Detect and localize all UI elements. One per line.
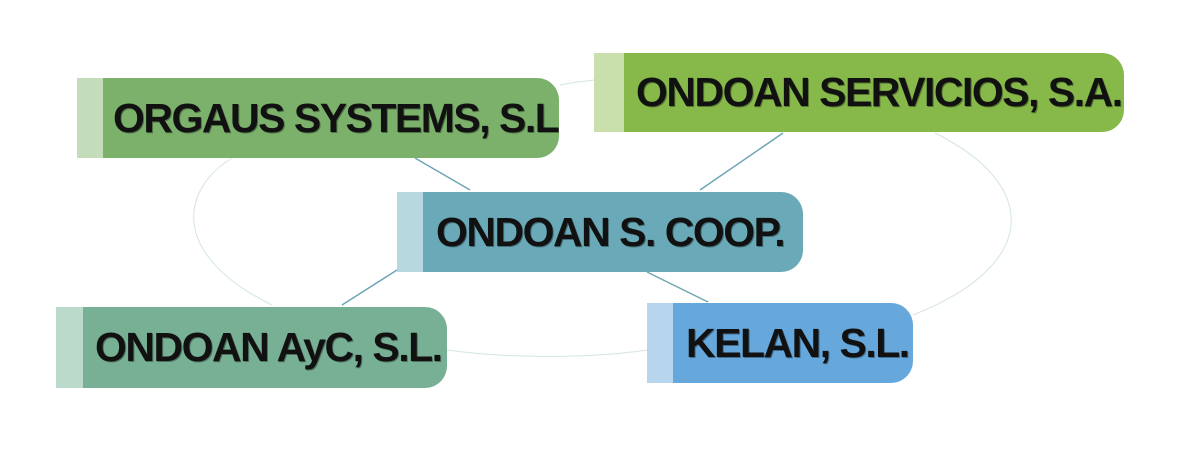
connector-servicios-coop — [699, 132, 784, 191]
node-kelan: KELAN, S.L. — [647, 303, 913, 383]
node-label: ONDOAN SERVICIOS, S.A. — [636, 69, 1123, 115]
ring-arc-top — [559, 79, 595, 86]
node-label: ONDOAN AyC, S.L. — [95, 324, 443, 370]
node-label: KELAN, S.L. — [686, 319, 910, 366]
node-label: ORGAUS SYSTEMS, S.L. — [113, 94, 559, 141]
node-tab — [77, 78, 103, 158]
node-label: ONDOAN S. COOP. — [436, 208, 786, 255]
connector-coop-kelan — [646, 271, 709, 303]
node-body: ONDOAN SERVICIOS, S.A. — [624, 53, 1124, 132]
node-body: ONDOAN S. COOP. — [423, 192, 803, 272]
ring-arc-right — [912, 132, 1012, 316]
node-body: KELAN, S.L. — [673, 303, 913, 383]
node-orgaus-systems: ORGAUS SYSTEMS, S.L. — [77, 78, 559, 158]
node-tab — [594, 53, 624, 132]
node-tab — [56, 307, 83, 388]
node-ondoan-servicios: ONDOAN SERVICIOS, S.A. — [594, 53, 1124, 132]
node-tab — [647, 303, 673, 383]
connector-orgaus-coop — [414, 157, 471, 191]
node-body: ONDOAN AyC, S.L. — [83, 307, 447, 388]
node-ondoan-coop: ONDOAN S. COOP. — [397, 192, 803, 272]
ring-arc-left — [193, 157, 273, 306]
connector-coop-ayc — [341, 269, 398, 306]
connectors — [341, 132, 784, 306]
outer-ring — [193, 79, 1012, 357]
node-ondoan-ayc: ONDOAN AyC, S.L. — [56, 307, 447, 388]
ring-arc-bottom — [446, 349, 648, 357]
node-body: ORGAUS SYSTEMS, S.L. — [103, 78, 559, 158]
node-tab — [397, 192, 423, 272]
